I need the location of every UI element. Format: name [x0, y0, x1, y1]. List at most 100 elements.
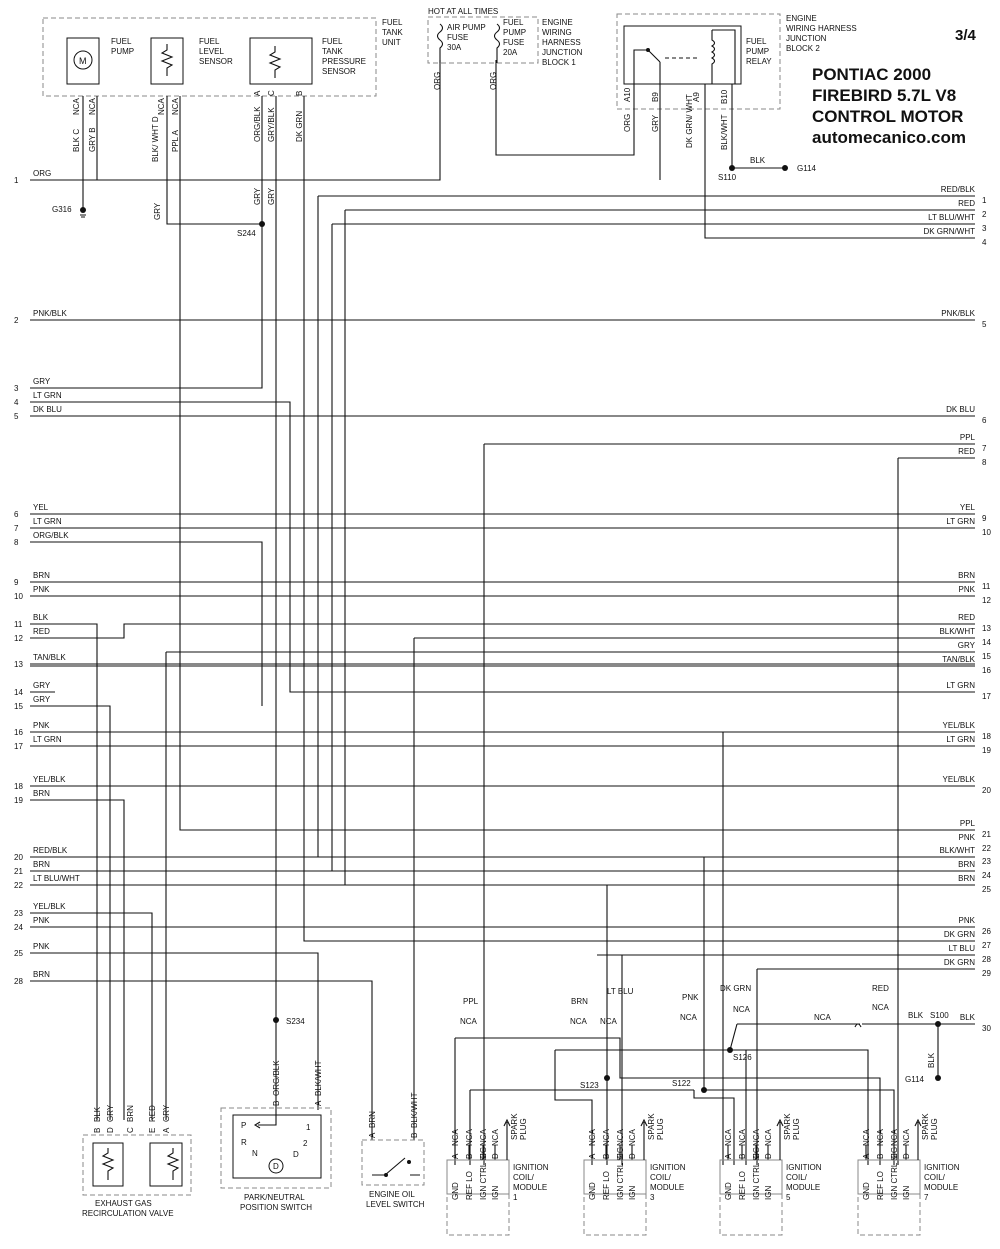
coil-pin-name: IGN [628, 1186, 637, 1200]
right-wire-number: 11 [982, 582, 991, 591]
right-wire-number: 22 [982, 844, 991, 853]
right-wire-number: 23 [982, 857, 991, 866]
pn-rotor-letter: D [273, 1162, 279, 1171]
right-wire-color: RED/BLK [941, 185, 976, 194]
ground-g316 [80, 207, 86, 213]
splice-s123-dot [604, 1075, 610, 1081]
right-wire-number: 30 [982, 1024, 991, 1033]
left-wire-color: PNK [33, 585, 50, 594]
right-wire-color: YEL/BLK [943, 775, 976, 784]
coil-pin-nca: NCA [862, 1128, 871, 1146]
left-wire-color: YEL [33, 503, 49, 512]
coil-wire-top-nca: NCA [733, 1005, 751, 1014]
splice-s244: S244 [237, 229, 256, 238]
coil-label: IGNITION [786, 1163, 822, 1172]
pn-arrow-icon [253, 1121, 261, 1129]
pressure-pin-a-color: ORG/BLK [253, 106, 262, 142]
right-wire-number: 16 [982, 666, 991, 675]
coil-pin-nca: NCA [902, 1128, 911, 1146]
coil-pin-name: REF LO [602, 1171, 611, 1200]
left-wire-number: 10 [14, 592, 23, 601]
wire-layer [30, 60, 975, 1165]
right-wire-number: 13 [982, 624, 991, 633]
coil-label: IGNITION [924, 1163, 960, 1172]
coil-pin-name: REF LO [465, 1171, 474, 1200]
splice-s234: S234 [286, 1017, 305, 1026]
fuel-pump-fuse-label-1: FUEL [503, 18, 524, 27]
block2-label-3: JUNCTION [786, 34, 827, 43]
pn-pos-d: D [293, 1150, 299, 1159]
coil-pin-name: IGN [764, 1186, 773, 1200]
oil-label-2: LEVEL SWITCH [366, 1200, 425, 1209]
right-wire-number: 4 [982, 238, 987, 247]
right-wire-number: 15 [982, 652, 991, 661]
coil-pin-name: IGN CTRL SIG [890, 1147, 899, 1200]
wire-fuse-relay [495, 60, 635, 156]
coil-inner [857, 1159, 921, 1195]
wire-s122-right [704, 1089, 895, 1165]
relay-switch-icon [633, 49, 661, 84]
left-wire-number: 24 [14, 923, 23, 932]
right-wire-number: 27 [982, 941, 991, 950]
right-wire-number: 3 [982, 224, 987, 233]
right-wire-color: DK BLU [946, 405, 975, 414]
coil-box [719, 1159, 783, 1236]
right-wire-color: RED [958, 447, 975, 456]
block2-label-1: ENGINE [786, 14, 817, 23]
left-wire-number: 6 [14, 510, 19, 519]
title-block: 3/4 PONTIAC 2000 FIREBIRD 5.7L V8 CONTRO… [812, 27, 977, 147]
coil-pin-nca: NCA [479, 1128, 488, 1146]
right-wire-color: BRN [958, 874, 975, 883]
left-wire-color: ORG/BLK [33, 531, 69, 540]
right-wire-color: DK GRN [944, 930, 975, 939]
left-wire-color: BRN [33, 970, 50, 979]
left-wire-color: GRY [33, 681, 51, 690]
left-wire-number: 23 [14, 909, 23, 918]
relay-label-3: RELAY [746, 57, 772, 66]
fuel-pump-fuse-label-3: FUSE [503, 38, 524, 47]
wire-s126-bus [555, 1049, 869, 1165]
left-wire-color: BRN [33, 789, 50, 798]
coil-wire-top-color: RED [872, 984, 889, 993]
coil-pin-name: GND [451, 1182, 460, 1200]
coil-pin-letter: D [764, 1153, 773, 1159]
coil-inner [719, 1159, 783, 1195]
wire-left-15 [30, 705, 111, 1120]
right-wire-color: RED [958, 613, 975, 622]
coil-pin-nca: NCA [752, 1128, 761, 1146]
pn-pos-2: 2 [303, 1139, 308, 1148]
wire-nca-s100: NCA [814, 1013, 832, 1022]
left-wire-color: GRY [33, 695, 51, 704]
left-wire-number: 21 [14, 867, 23, 876]
egr-solenoid-icon [166, 1148, 180, 1180]
coil-pin-name: IGN CTRL SIG [479, 1147, 488, 1200]
pressure-pin-a: A [253, 90, 262, 96]
wire-gry-s244b: GRY [267, 187, 276, 205]
engine-oil-switch: ENGINE OIL LEVEL SWITCH [361, 1139, 425, 1209]
wire-s126-left [554, 1050, 593, 1165]
wire-level-gry [166, 96, 262, 225]
coil-pin-letter: D [628, 1153, 637, 1159]
spark-plug-arrow-icon [776, 1118, 784, 1160]
coil-label: IGNITION [650, 1163, 686, 1172]
left-wire-color: LT GRN [33, 517, 62, 526]
coil3-top-nca: NCA [600, 1017, 618, 1026]
coil-pin-nca: NCA [764, 1128, 773, 1146]
wire-left-8 [30, 541, 263, 706]
left-wire-number: 2 [14, 316, 19, 325]
left-wire-number: 17 [14, 742, 23, 751]
level-sensor-resistor-icon [160, 44, 174, 76]
right-wire-color: LT GRN [946, 681, 975, 690]
right-wire-number: 12 [982, 596, 991, 605]
coil-pin-letter: C [890, 1153, 899, 1159]
coil-pin-letter: A [724, 1153, 733, 1159]
pump-pin-1-nca: NCA [72, 97, 81, 115]
left-wire-color: RED/BLK [33, 846, 68, 855]
coil-pin-letter: D [902, 1153, 911, 1159]
wire-left-11 [30, 623, 98, 1120]
coil-pin-letter: A [451, 1153, 460, 1159]
wire-s126-up [729, 1023, 738, 1051]
right-wire-number: 29 [982, 969, 991, 978]
coil-wire-top-color: LT BLU [607, 987, 634, 996]
fuel-pump-fuse-label-2: PUMP [503, 28, 526, 37]
